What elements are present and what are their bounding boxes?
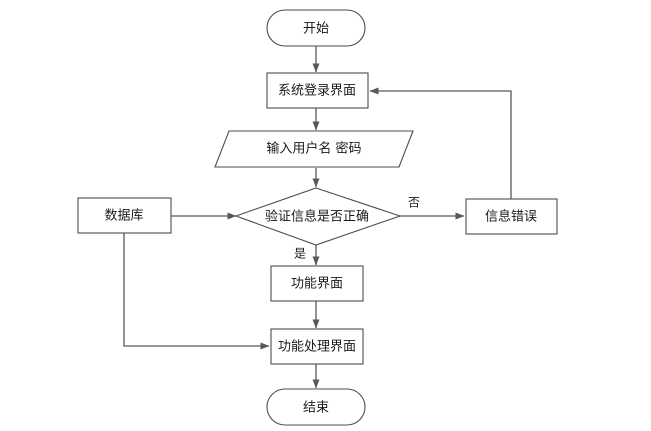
edge-label-yes: 是 bbox=[294, 247, 306, 261]
node-functionproc[interactable]: 功能处理界面 bbox=[270, 328, 364, 365]
node-error[interactable]: 信息错误 bbox=[465, 198, 558, 235]
node-input-label: 输入用户名 密码 bbox=[266, 141, 361, 157]
node-input[interactable]: 输入用户名 密码 bbox=[214, 130, 414, 168]
node-function-shape bbox=[270, 265, 364, 302]
edge-database-to-functionproc bbox=[123, 233, 270, 350]
edge-error-to-login bbox=[369, 87, 512, 199]
nodes-layer: 开始 系统登录界面 输入用户名 密码 数据库 验证信息是否正确 bbox=[77, 9, 558, 426]
edge-labels-layer: 是 否 bbox=[294, 196, 420, 261]
edge-label-no: 否 bbox=[408, 196, 420, 210]
node-start[interactable]: 开始 bbox=[266, 9, 366, 47]
node-verify-shape bbox=[234, 187, 402, 246]
node-functionproc-shape bbox=[270, 328, 364, 365]
node-function[interactable]: 功能界面 bbox=[270, 265, 364, 302]
node-start-shape bbox=[266, 9, 366, 47]
node-end-label: 结束 bbox=[303, 401, 329, 416]
node-input-shape bbox=[214, 130, 414, 168]
node-end[interactable]: 结束 bbox=[266, 388, 366, 426]
node-error-shape bbox=[465, 198, 558, 235]
node-login-shape bbox=[266, 72, 369, 109]
node-database-label: 数据库 bbox=[104, 208, 143, 224]
node-error-label: 信息错误 bbox=[485, 209, 537, 225]
node-end-shape bbox=[266, 388, 366, 426]
node-verify[interactable]: 验证信息是否正确 bbox=[234, 187, 402, 246]
node-start-label: 开始 bbox=[303, 22, 329, 37]
node-database[interactable]: 数据库 bbox=[77, 197, 172, 234]
node-function-label: 功能界面 bbox=[291, 277, 343, 292]
node-database-shape bbox=[77, 197, 172, 234]
node-verify-label: 验证信息是否正确 bbox=[265, 209, 369, 225]
node-functionproc-label: 功能处理界面 bbox=[278, 340, 356, 355]
edges-layer bbox=[123, 46, 512, 389]
node-login[interactable]: 系统登录界面 bbox=[266, 72, 369, 109]
node-login-label: 系统登录界面 bbox=[278, 84, 356, 99]
